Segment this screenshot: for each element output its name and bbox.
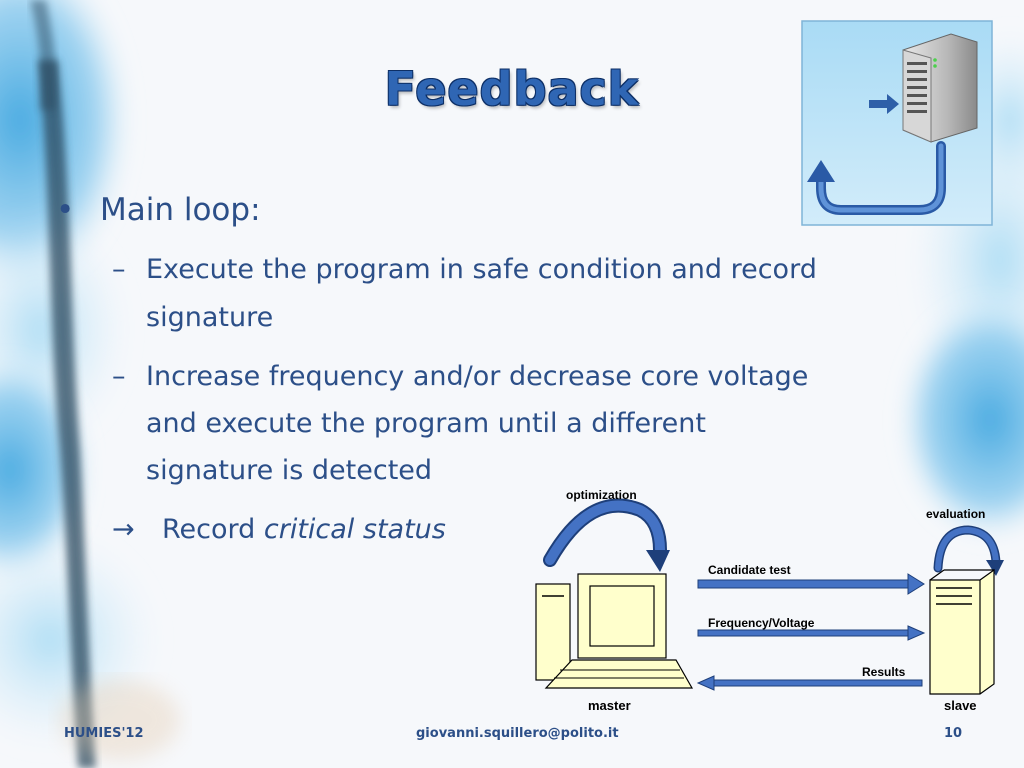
master-slave-diagram: optimization master evaluation slave Can…	[535, 488, 1004, 713]
sub-bullet-increase-line2: and execute the program until a differen…	[146, 408, 706, 439]
master-computer	[535, 573, 694, 689]
record-critical-status: Record critical status	[162, 514, 446, 545]
slave-label: slave	[944, 698, 977, 713]
footer-left: HUMIES'12	[64, 726, 144, 741]
sub-bullet-dash: –	[112, 361, 126, 392]
results-label: Results	[862, 665, 906, 679]
results-arrow	[696, 675, 923, 691]
freqvolt-label: Frequency/Voltage	[708, 616, 815, 630]
sub-bullet-increase-line3: signature is detected	[146, 455, 433, 486]
candidate-label: Candidate test	[708, 563, 791, 577]
record-italic: critical status	[263, 514, 446, 545]
optimization-label: optimization	[566, 488, 637, 502]
bullet-main-loop: Main loop:	[100, 192, 261, 228]
server-loop-icon	[801, 20, 993, 226]
freqvolt-arrow	[697, 625, 926, 641]
evaluation-label: evaluation	[926, 507, 985, 521]
slide-title: Feedback	[384, 62, 640, 116]
sub-bullet-increase-line1: Increase frequency and/or decrease core …	[146, 361, 809, 392]
candidate-arrow	[697, 573, 925, 595]
slave-server	[929, 568, 995, 695]
sub-bullet-execute-line2: signature	[146, 302, 274, 333]
record-arrow: →	[112, 514, 135, 545]
page-number: 10	[944, 726, 963, 741]
record-label: Record	[162, 514, 264, 545]
sub-bullet-dash: –	[112, 254, 126, 285]
master-label: master	[588, 698, 631, 713]
sub-bullet-execute-line1: Execute the program in safe condition an…	[146, 254, 817, 285]
bullet-dot: •	[56, 192, 75, 228]
footer-email: giovanni.squillero@polito.it	[416, 726, 619, 741]
